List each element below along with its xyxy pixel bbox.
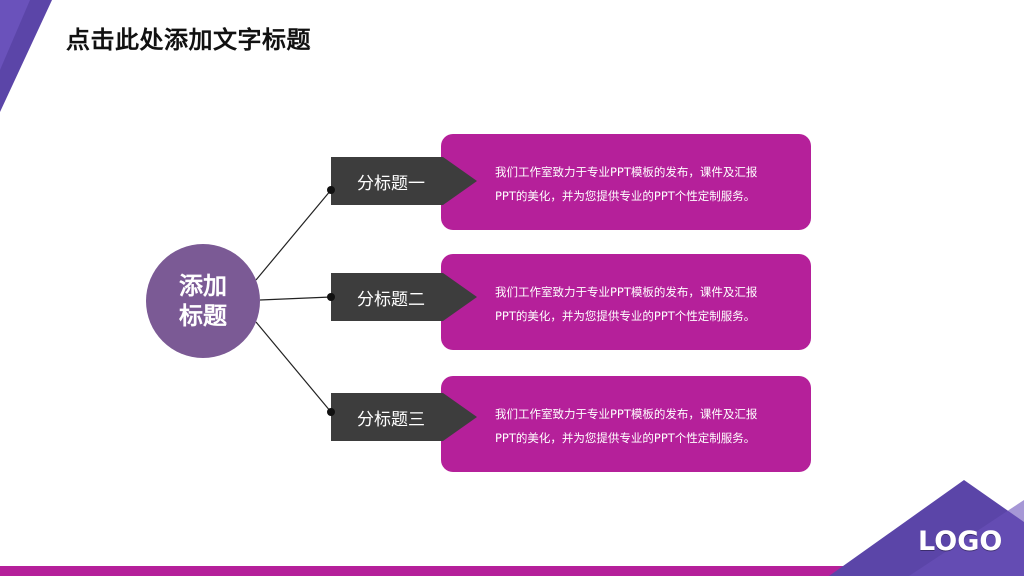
- connector-dot-2: [327, 293, 335, 301]
- branch-1: 我们工作室致力于专业PPT模板的发布，课件及汇报 PPT的美化，并为您提供专业的…: [0, 134, 1024, 230]
- page-title: 点击此处添加文字标题: [66, 26, 311, 54]
- card-description-3-line1: 我们工作室致力于专业PPT模板的发布，课件及汇报: [495, 407, 758, 421]
- branch-3: 我们工作室致力于专业PPT模板的发布，课件及汇报 PPT的美化，并为您提供专业的…: [0, 376, 1024, 472]
- text-card-3: 我们工作室致力于专业PPT模板的发布，课件及汇报 PPT的美化，并为您提供专业的…: [441, 376, 811, 472]
- subtitle-tag-2-label: 分标题二: [357, 289, 425, 310]
- center-node-line2: 标题: [179, 302, 227, 330]
- branch-2: 我们工作室致力于专业PPT模板的发布，课件及汇报 PPT的美化，并为您提供专业的…: [0, 254, 1024, 350]
- subtitle-tag-3-label: 分标题三: [357, 409, 425, 430]
- connector-dot-3: [327, 408, 335, 416]
- card-description-2-line2: PPT的美化，并为您提供专业的PPT个性定制服务。: [495, 309, 756, 323]
- card-description-1: 我们工作室致力于专业PPT模板的发布，课件及汇报 PPT的美化，并为您提供专业的…: [495, 160, 795, 208]
- card-description-2: 我们工作室致力于专业PPT模板的发布，课件及汇报 PPT的美化，并为您提供专业的…: [495, 280, 795, 328]
- center-node-line1: 添加: [179, 272, 227, 300]
- card-description-1-line2: PPT的美化，并为您提供专业的PPT个性定制服务。: [495, 189, 756, 203]
- center-node: 添加 标题: [146, 244, 260, 358]
- bottom-accent-bar: [0, 566, 1024, 576]
- card-description-3: 我们工作室致力于专业PPT模板的发布，课件及汇报 PPT的美化，并为您提供专业的…: [495, 402, 795, 450]
- corner-decoration-top-left: [0, 0, 52, 112]
- text-card-2: 我们工作室致力于专业PPT模板的发布，课件及汇报 PPT的美化，并为您提供专业的…: [441, 254, 811, 350]
- card-description-2-line1: 我们工作室致力于专业PPT模板的发布，课件及汇报: [495, 285, 758, 299]
- subtitle-tag-2: 分标题二: [331, 273, 477, 321]
- logo: LOGO: [918, 526, 1003, 557]
- subtitle-tag-1: 分标题一: [331, 157, 477, 205]
- connector-dot-1: [327, 186, 335, 194]
- corner-decoration-bottom-right: [829, 480, 1024, 576]
- subtitle-tag-3: 分标题三: [331, 393, 477, 441]
- card-description-3-line2: PPT的美化，并为您提供专业的PPT个性定制服务。: [495, 431, 756, 445]
- subtitle-tag-1-label: 分标题一: [357, 173, 425, 194]
- card-description-1-line1: 我们工作室致力于专业PPT模板的发布，课件及汇报: [495, 165, 758, 179]
- text-card-1: 我们工作室致力于专业PPT模板的发布，课件及汇报 PPT的美化，并为您提供专业的…: [441, 134, 811, 230]
